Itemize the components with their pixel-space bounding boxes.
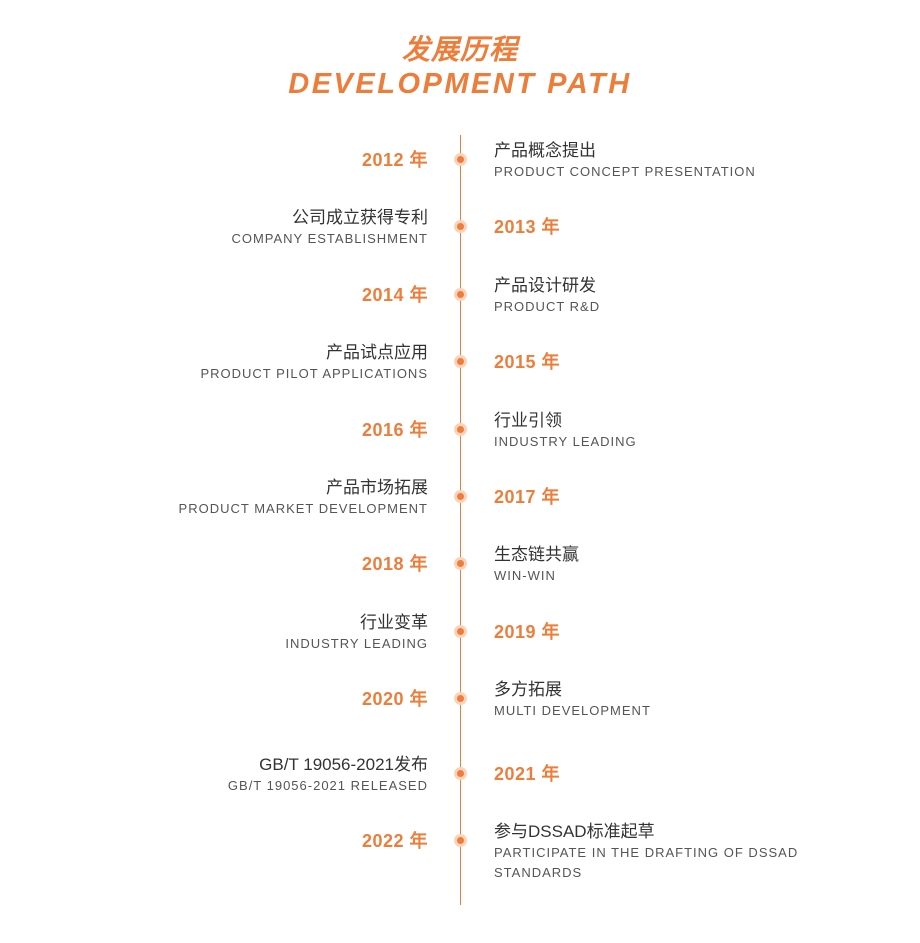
timeline-axis: [460, 135, 461, 905]
timeline-entry: 2014 年 产品设计研发 PRODUCT R&D: [0, 269, 920, 319]
entry-left: 2018 年: [28, 538, 428, 576]
milestone-text: 行业引领 INDUSTRY LEADING: [494, 404, 834, 452]
milestone-title: 公司成立获得专利: [292, 208, 428, 227]
milestone-text: GB/T 19056-2021发布 GB/T 19056-2021 RELEAS…: [28, 748, 428, 796]
entry-right: 2015 年: [494, 336, 834, 374]
year-label: 2013 年: [494, 217, 561, 237]
entry-right: 产品设计研发 PRODUCT R&D: [494, 269, 834, 317]
milestone-text: 产品市场拓展 PRODUCT MARKET DEVELOPMENT: [28, 471, 428, 519]
timeline-dot: [454, 692, 467, 705]
milestone-title: 多方拓展: [494, 680, 562, 699]
year-label: 2014 年: [361, 285, 428, 305]
timeline-dot: [454, 355, 467, 368]
timeline-entry: 产品试点应用 PRODUCT PILOT APPLICATIONS 2015 年: [0, 336, 920, 386]
entry-right: 生态链共赢 WIN-WIN: [494, 538, 834, 586]
entry-right: 参与DSSAD标准起草 PARTICIPATE IN THE DRAFTING …: [494, 815, 834, 883]
year-label: 2020 年: [361, 689, 428, 709]
milestone-text: 行业变革 INDUSTRY LEADING: [28, 606, 428, 654]
timeline-dot: [454, 220, 467, 233]
entry-left: 2016 年: [28, 404, 428, 442]
page-title-en: DEVELOPMENT PATH: [288, 68, 632, 100]
entry-left: 2020 年: [28, 673, 428, 711]
milestone-title: 参与DSSAD标准起草: [494, 822, 655, 841]
timeline-entry: 2020 年 多方拓展 MULTI DEVELOPMENT: [0, 673, 920, 723]
timeline-dot: [454, 423, 467, 436]
entry-right: 多方拓展 MULTI DEVELOPMENT: [494, 673, 834, 721]
year-label: 2012 年: [361, 150, 428, 170]
milestone-subtitle: PRODUCT R&D: [494, 299, 601, 314]
milestone-title: 生态链共赢: [494, 545, 579, 564]
timeline-entry: 2016 年 行业引领 INDUSTRY LEADING: [0, 404, 920, 454]
year-label: 2015 年: [494, 352, 561, 372]
milestone-subtitle: PARTICIPATE IN THE DRAFTING OF DSSAD STA…: [494, 845, 799, 880]
entry-right: 2017 年: [494, 471, 834, 509]
milestone-subtitle: PRODUCT MARKET DEVELOPMENT: [178, 501, 428, 516]
page-title-cn: 发展历程: [401, 34, 518, 65]
timeline-entry: 2012 年 产品概念提出 PRODUCT CONCEPT PRESENTATI…: [0, 134, 920, 184]
timeline-dot: [454, 834, 467, 847]
milestone-subtitle: PRODUCT CONCEPT PRESENTATION: [494, 164, 756, 179]
entry-left: 产品试点应用 PRODUCT PILOT APPLICATIONS: [28, 336, 428, 384]
milestone-title: 产品市场拓展: [326, 478, 428, 497]
milestone-title: GB/T 19056-2021发布: [259, 755, 428, 774]
entry-left: 产品市场拓展 PRODUCT MARKET DEVELOPMENT: [28, 471, 428, 519]
timeline-entry: 公司成立获得专利 COMPANY ESTABLISHMENT 2013 年: [0, 201, 920, 251]
milestone-title: 产品概念提出: [494, 141, 596, 160]
milestone-subtitle: PRODUCT PILOT APPLICATIONS: [200, 366, 428, 381]
milestone-text: 产品试点应用 PRODUCT PILOT APPLICATIONS: [28, 336, 428, 384]
entry-right: 2019 年: [494, 606, 834, 644]
entry-left: 2022 年: [28, 815, 428, 853]
milestone-title: 行业变革: [360, 613, 428, 632]
milestone-title: 产品设计研发: [494, 276, 596, 295]
milestone-text: 公司成立获得专利 COMPANY ESTABLISHMENT: [28, 201, 428, 249]
milestone-subtitle: WIN-WIN: [494, 568, 556, 583]
year-label: 2019 年: [494, 622, 561, 642]
year-label: 2017 年: [494, 487, 561, 507]
entry-left: 2012 年: [28, 134, 428, 172]
timeline-entry: 行业变革 INDUSTRY LEADING 2019 年: [0, 606, 920, 656]
entry-right: 2013 年: [494, 201, 834, 239]
timeline-entry: 产品市场拓展 PRODUCT MARKET DEVELOPMENT 2017 年: [0, 471, 920, 521]
entry-left: 2014 年: [28, 269, 428, 307]
timeline-entry: 2022 年 参与DSSAD标准起草 PARTICIPATE IN THE DR…: [0, 815, 920, 880]
entry-left: 行业变革 INDUSTRY LEADING: [28, 606, 428, 654]
entry-right: 行业引领 INDUSTRY LEADING: [494, 404, 834, 452]
timeline-dot: [454, 153, 467, 166]
entry-right: 2021 年: [494, 748, 834, 786]
entry-right: 产品概念提出 PRODUCT CONCEPT PRESENTATION: [494, 134, 834, 182]
milestone-text: 生态链共赢 WIN-WIN: [494, 538, 834, 586]
milestone-text: 产品概念提出 PRODUCT CONCEPT PRESENTATION: [494, 134, 834, 182]
milestone-text: 参与DSSAD标准起草 PARTICIPATE IN THE DRAFTING …: [494, 815, 834, 883]
timeline-dot: [454, 490, 467, 503]
milestone-subtitle: INDUSTRY LEADING: [285, 636, 428, 651]
timeline-dot: [454, 767, 467, 780]
milestone-title: 行业引领: [494, 411, 562, 430]
timeline-entry: GB/T 19056-2021发布 GB/T 19056-2021 RELEAS…: [0, 748, 920, 798]
year-label: 2022 年: [361, 831, 428, 851]
milestone-subtitle: GB/T 19056-2021 RELEASED: [227, 778, 428, 793]
entry-left: GB/T 19056-2021发布 GB/T 19056-2021 RELEAS…: [28, 748, 428, 796]
timeline-entry: 2018 年 生态链共赢 WIN-WIN: [0, 538, 920, 588]
milestone-text: 多方拓展 MULTI DEVELOPMENT: [494, 673, 834, 721]
timeline-dot: [454, 625, 467, 638]
timeline-dot: [454, 288, 467, 301]
milestone-subtitle: MULTI DEVELOPMENT: [494, 703, 651, 718]
entry-left: 公司成立获得专利 COMPANY ESTABLISHMENT: [28, 201, 428, 249]
milestone-text: 产品设计研发 PRODUCT R&D: [494, 269, 834, 317]
timeline-dot: [454, 557, 467, 570]
milestone-title: 产品试点应用: [326, 343, 428, 362]
milestone-subtitle: COMPANY ESTABLISHMENT: [231, 231, 428, 246]
year-label: 2021 年: [494, 764, 561, 784]
year-label: 2016 年: [361, 420, 428, 440]
year-label: 2018 年: [361, 554, 428, 574]
milestone-subtitle: INDUSTRY LEADING: [494, 434, 637, 449]
